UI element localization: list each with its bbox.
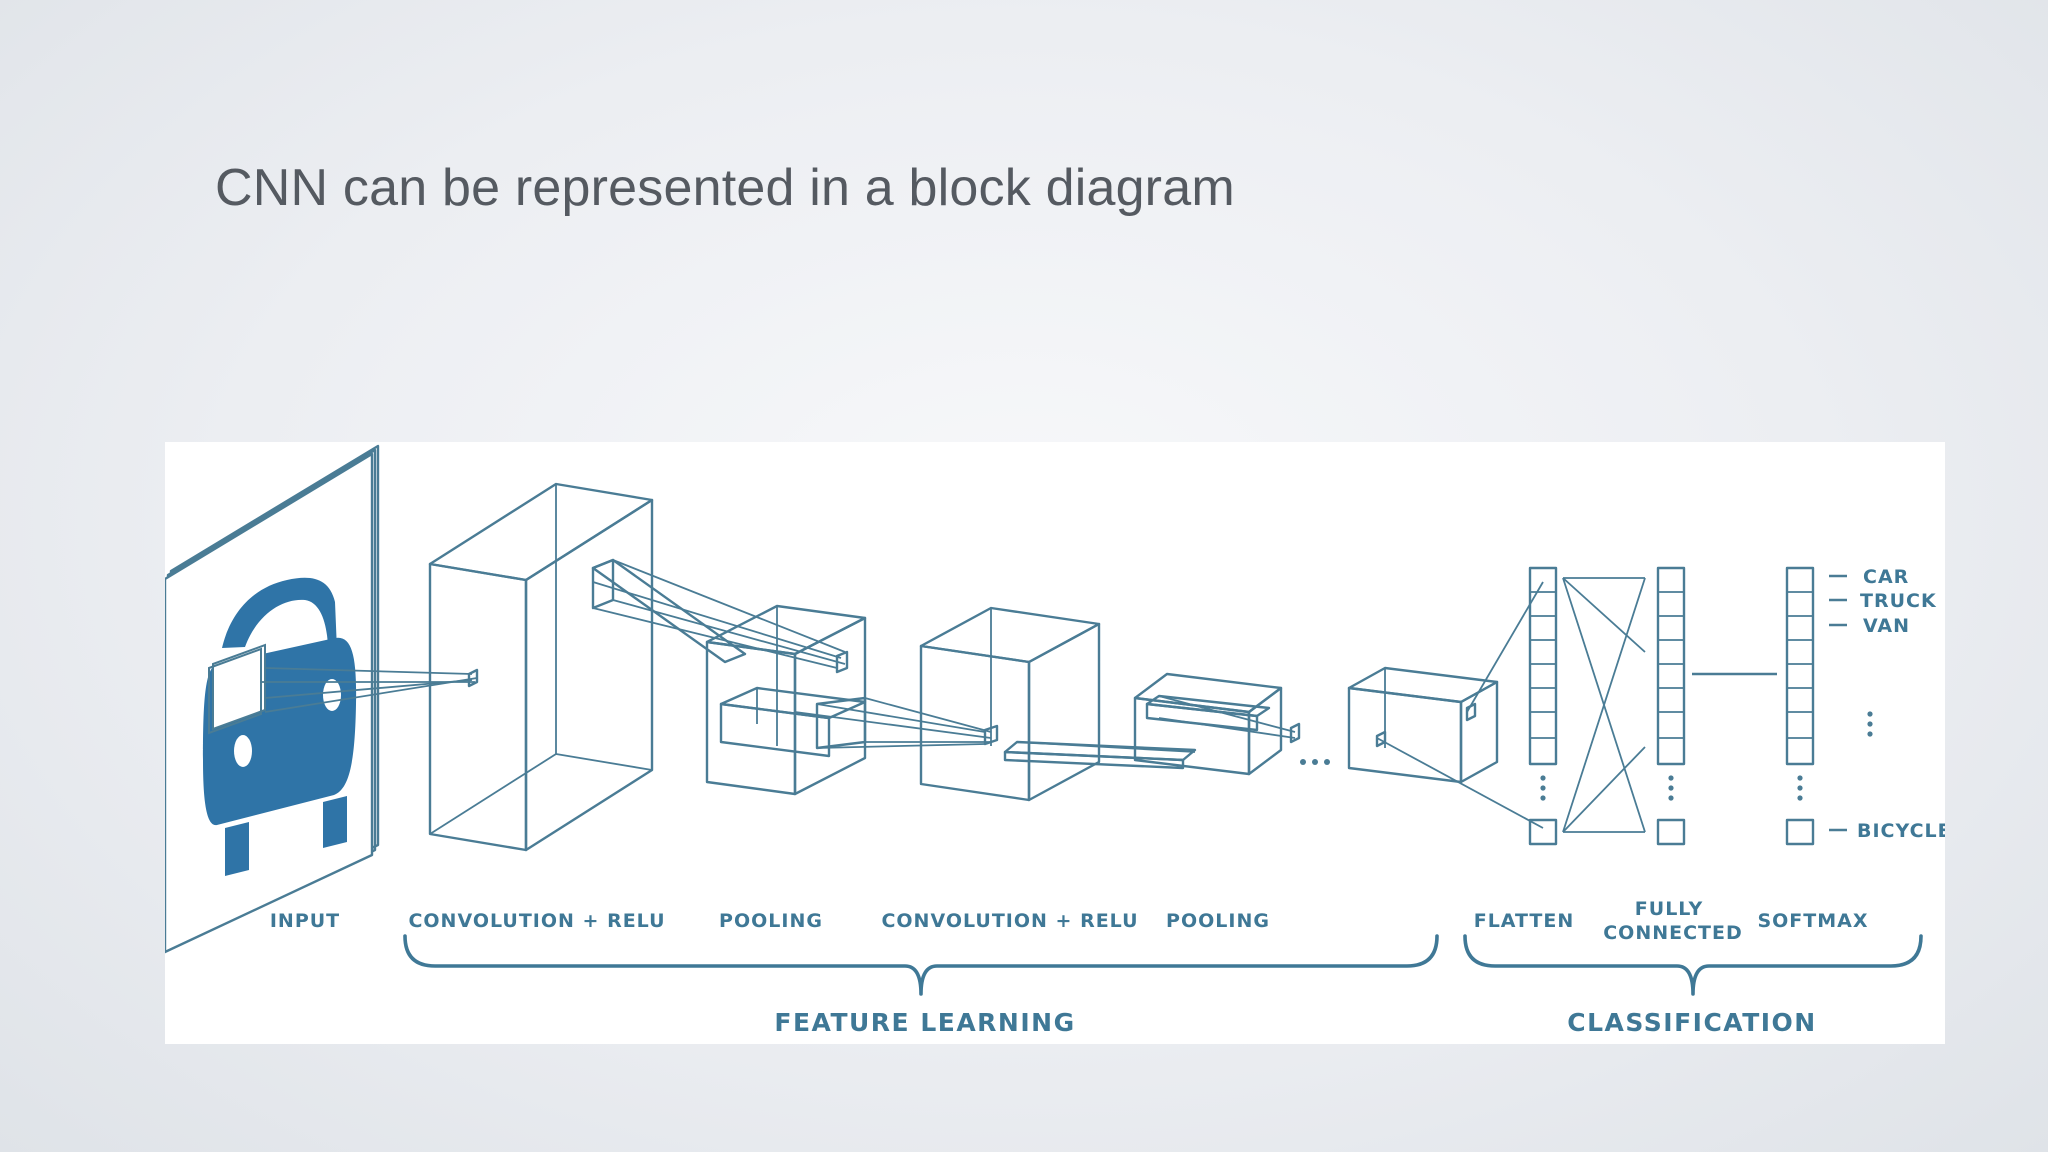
feature-learning-brace <box>403 934 1439 996</box>
slide-title: CNN can be represented in a block diagra… <box>215 159 1235 217</box>
flatten-column <box>1376 566 1558 846</box>
car-icon <box>203 577 357 876</box>
flatten-to-fc-connections <box>1562 577 1646 833</box>
classification-brace <box>1463 934 1923 996</box>
conv1-volume <box>428 482 654 852</box>
cnn-diagram: CAR TRUCK VAN BICYCLE INPUT CONVOLUTION … <box>165 444 1945 1037</box>
stage-label-pooling: POOLING <box>719 910 823 932</box>
stage-label-softmax: SOFTMAX <box>1757 910 1868 932</box>
stage-label-fully: FULLY <box>1635 898 1703 920</box>
conv2-to-pool2-kernel <box>1003 740 1197 770</box>
pool1-to-conv2-kernel <box>794 696 999 750</box>
class-label-van: VAN <box>1863 615 1910 637</box>
class-label-car: CAR <box>1863 566 1909 588</box>
stage-label-pooling: POOLING <box>1166 910 1270 932</box>
layers-ellipsis <box>1300 759 1330 765</box>
stage-label-convolution-relu: CONVOLUTION + RELU <box>881 910 1138 932</box>
receptive-field-line <box>264 667 473 675</box>
fully-connected-column <box>1656 566 1686 846</box>
receptive-field-line <box>264 679 473 699</box>
softmax-column <box>1785 566 1815 846</box>
stage-label-input: INPUT <box>270 910 340 932</box>
pool2-volume <box>1133 672 1301 776</box>
cnn-diagram-panel: CAR TRUCK VAN BICYCLE INPUT CONVOLUTION … <box>165 442 1945 1044</box>
conv1-kernel-patch <box>467 668 479 688</box>
input-image <box>165 444 479 954</box>
stage-label-flatten: FLATTEN <box>1474 910 1575 932</box>
conv1-to-pool1-kernel <box>591 558 849 674</box>
conv2-volume <box>919 606 1101 802</box>
stage-label-convolution-relu: CONVOLUTION + RELU <box>408 910 665 932</box>
class-label-bicycle: BICYCLE <box>1857 820 1945 842</box>
group-label-feature-learning: FEATURE LEARNING <box>774 1008 1075 1037</box>
class-label-truck: TRUCK <box>1860 590 1937 612</box>
output-classes: CAR TRUCK VAN BICYCLE <box>1829 566 1945 842</box>
receptive-field-line <box>264 677 478 713</box>
final-feature-volume <box>1347 666 1499 784</box>
group-label-classification: CLASSIFICATION <box>1567 1008 1816 1037</box>
stage-label-connected: CONNECTED <box>1603 922 1743 944</box>
